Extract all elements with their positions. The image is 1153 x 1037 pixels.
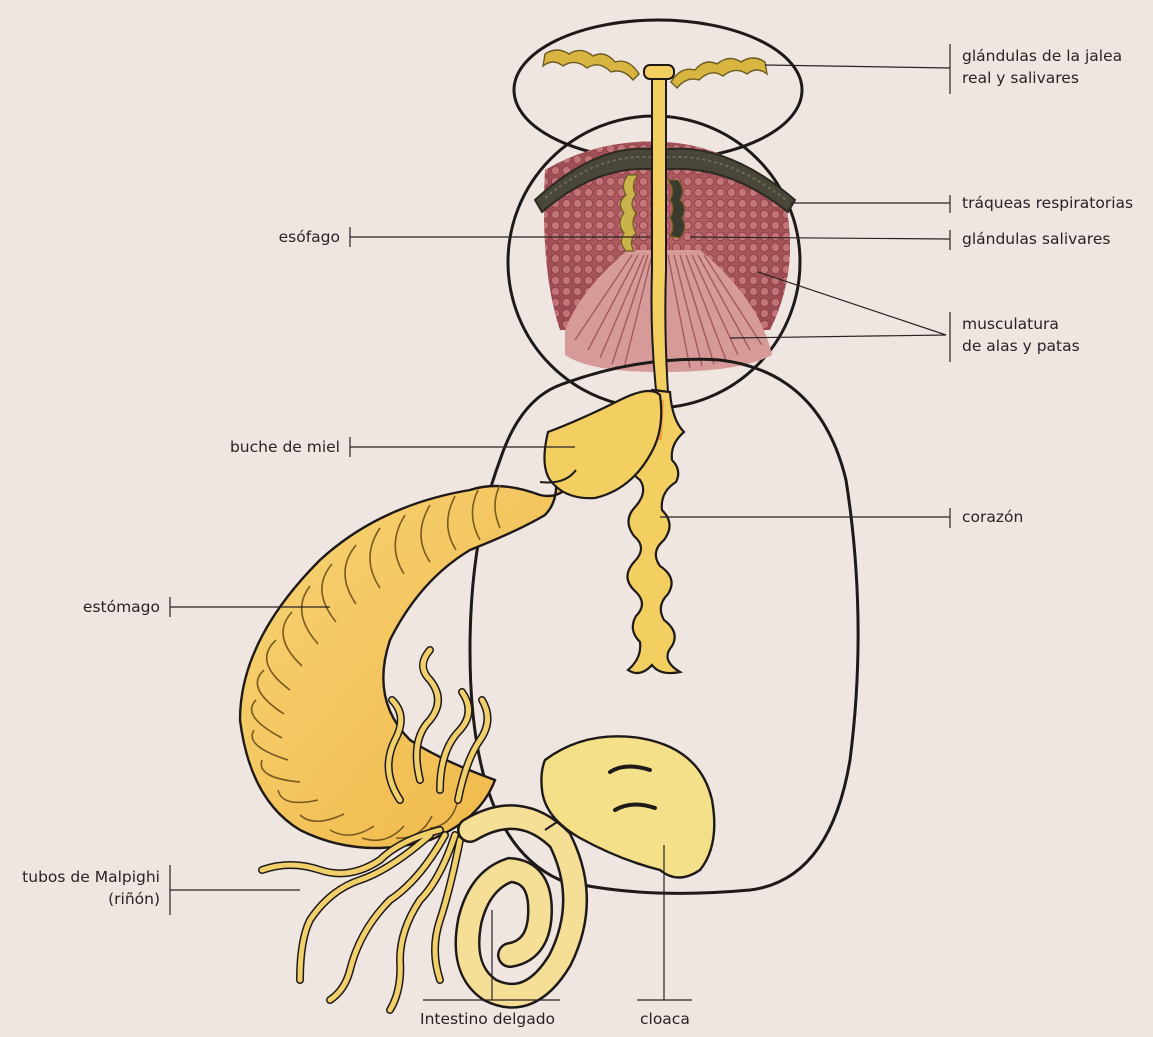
label-stomach: estómago [83,596,160,618]
label-line-1: glándulas de la jalea [962,45,1122,67]
label-heart: corazón [962,506,1023,528]
label-honey-crop: buche de miel [230,436,340,458]
stomach [240,470,575,848]
label-line-2: real y salivares [962,67,1122,89]
label-cloaca: cloaca [640,1008,690,1030]
label-malpighian-tubules: tubos de Malpighi (riñón) [22,866,160,910]
label-tracheae: tráqueas respiratorias [962,192,1133,214]
label-musculature: musculatura de alas y patas [962,313,1080,357]
label-line-2: de alas y patas [962,335,1080,357]
label-salivary-glands: glándulas salivares [962,228,1110,250]
label-line-1: musculatura [962,313,1080,335]
label-small-intestine: Intestino delgado [420,1008,555,1030]
label-royal-jelly-glands: glándulas de la jalea real y salivares [962,45,1122,89]
label-esophagus: esófago [279,226,340,248]
label-line-1: tubos de Malpighi [22,866,160,888]
label-line-2: (riñón) [22,888,160,910]
small-intestine [468,817,576,996]
